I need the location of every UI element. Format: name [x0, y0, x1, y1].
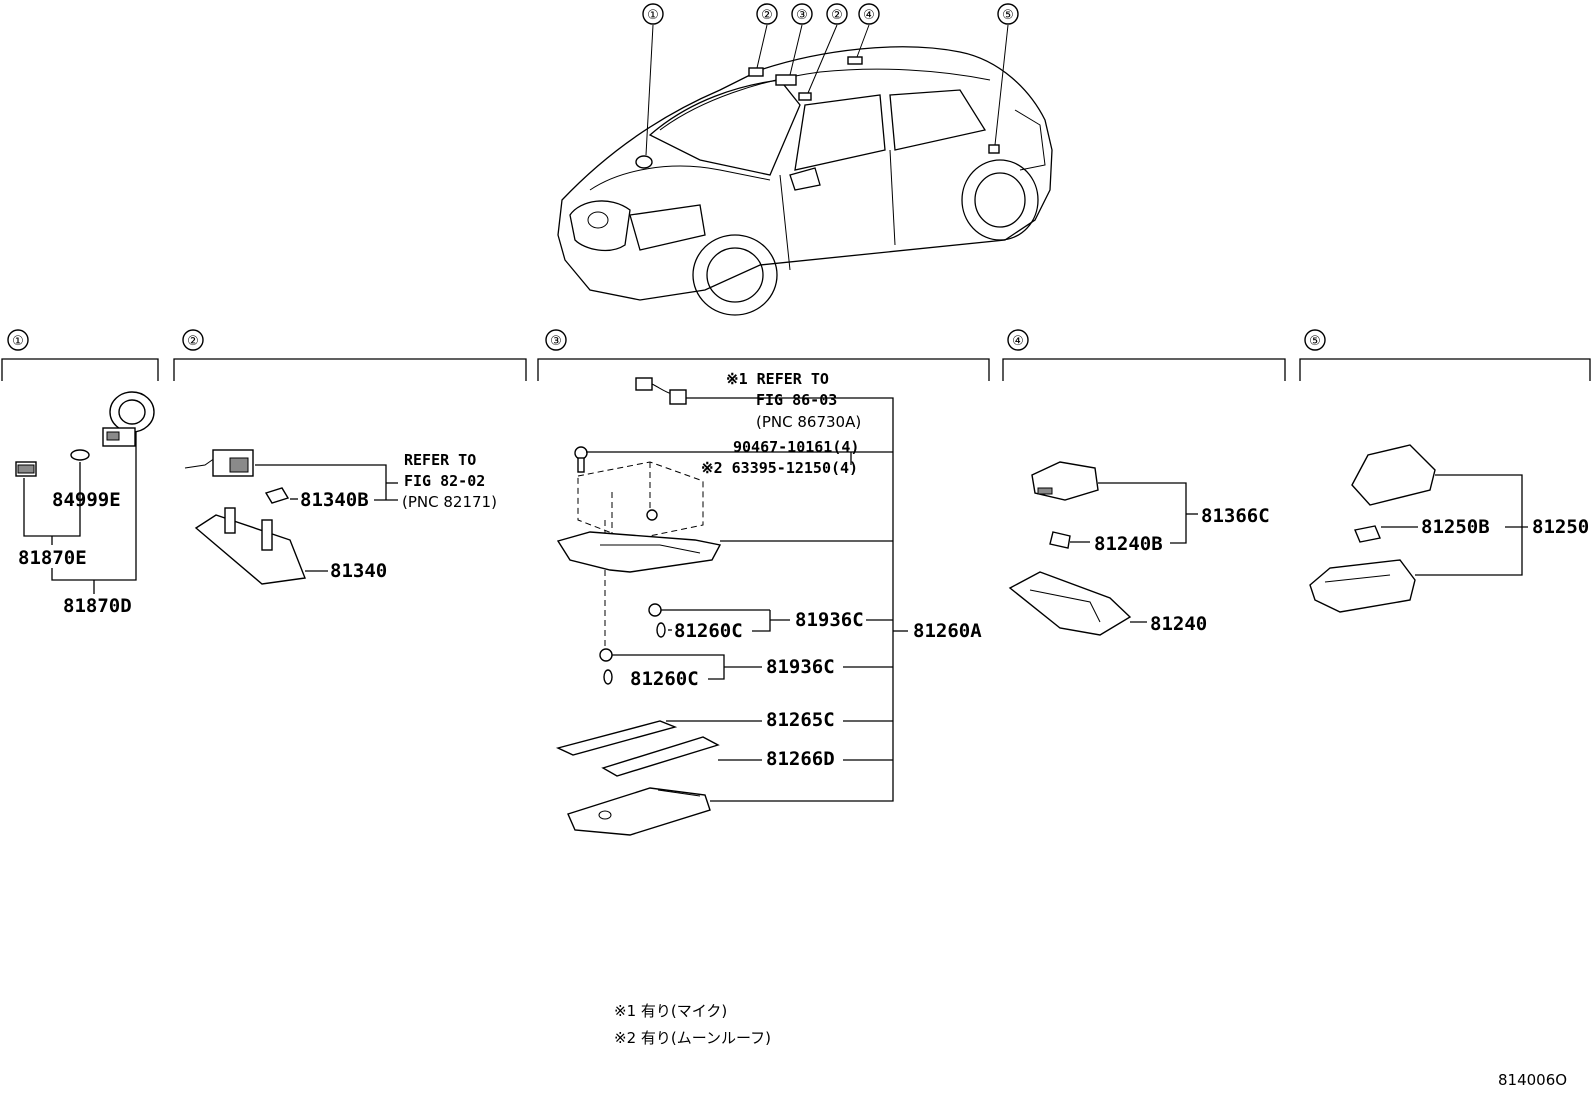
- section-2: ② 81340B 81340 REFER TO FIG 82-02 (PNC 8…: [173, 329, 527, 585]
- section-5-marker-circle: [1304, 329, 1326, 351]
- vehicle-callout-5: ⑤: [997, 3, 1019, 25]
- part-81260c-bulb-lower: [603, 669, 613, 685]
- label-81870d: 81870D: [63, 595, 132, 617]
- part-81250-lamp: [1309, 559, 1416, 613]
- s3-refer-line2: FIG 86-03: [756, 391, 837, 409]
- svg-text:②: ②: [761, 8, 773, 23]
- label-81366c: 81366C: [1201, 505, 1270, 527]
- label-81260c-upper: 81260C: [674, 620, 743, 642]
- vehicle-callout-2b: ②: [826, 3, 848, 25]
- section-5: ⑤ 81250B 81250: [1299, 329, 1591, 613]
- vehicle-callout-2a: ②: [756, 3, 778, 25]
- vehicle-callout-1: ①: [642, 3, 664, 25]
- section-5-marker: ⑤: [1309, 334, 1321, 349]
- s2-refer-line3: (PNC 82171): [402, 493, 497, 511]
- part-84999e-lens: [70, 449, 90, 461]
- label-81250b: 81250B: [1421, 516, 1490, 538]
- part-cover-plate: [567, 787, 711, 836]
- part-microphone-cable: [635, 377, 687, 405]
- label-81340: 81340: [330, 560, 387, 582]
- svg-text:③: ③: [796, 8, 808, 23]
- svg-text:⑤: ⑤: [1002, 8, 1014, 23]
- s3-refer-line1: ※1 REFER TO: [726, 370, 829, 388]
- part-84999e-clip: [15, 461, 37, 477]
- vehicle-callout-3: ③: [791, 3, 813, 25]
- label-81265c: 81265C: [766, 709, 835, 731]
- svg-text:②: ②: [831, 8, 843, 23]
- section-1-bracket: [1, 358, 159, 381]
- footnote-2: ※2 有り(ムーンルーフ): [614, 1029, 771, 1047]
- section-3-marker: ③: [550, 334, 562, 349]
- part-81266d-lens: [601, 736, 720, 777]
- label-81250: 81250: [1532, 516, 1589, 538]
- s2-refer-line2: FIG 82-02: [404, 472, 485, 490]
- part-81366c-unit: [1031, 461, 1099, 501]
- footnotes: ※1 有り(マイク) ※2 有り(ムーンルーフ): [614, 1002, 771, 1047]
- part-81240-lamp: [1008, 571, 1132, 636]
- vehicle-callout-4: ④: [858, 3, 880, 25]
- label-81260a: 81260A: [913, 620, 982, 642]
- label-81936c-upper: 81936C: [795, 609, 864, 631]
- label-63395-12150: ※2 63395-12150(4): [701, 459, 858, 477]
- label-81240b: 81240B: [1094, 533, 1163, 555]
- part-81265c-lens: [555, 720, 678, 756]
- figure-code: 814006O: [1498, 1071, 1567, 1089]
- s2-refer-line1: REFER TO: [404, 451, 476, 469]
- part-81340-lamp: [194, 507, 306, 585]
- svg-text:①: ①: [647, 8, 659, 23]
- section-1: ① 84999E 81870E 81870D: [1, 329, 159, 617]
- part-81936c-socket-lower: [599, 648, 613, 662]
- part-81260c-bulb-upper: [656, 622, 666, 638]
- label-90467-10161: 90467-10161(4): [733, 438, 859, 456]
- section-4-bracket: [1002, 358, 1286, 381]
- section-3-bracket: [537, 358, 990, 381]
- part-81240b-bulb: [1049, 531, 1071, 549]
- section-4-marker: ④: [1012, 334, 1024, 349]
- part-81870d-ring: [102, 391, 155, 447]
- label-81260c-lower: 81260C: [630, 668, 699, 690]
- section-1-marker: ①: [12, 334, 24, 349]
- part-screw: [574, 446, 588, 473]
- section-2-marker-circle: [182, 329, 204, 351]
- part-81340-harness: [184, 449, 254, 477]
- label-81870e: 81870E: [18, 547, 87, 569]
- label-81266d: 81266D: [766, 748, 835, 770]
- section-3-marker-circle: [545, 329, 567, 351]
- section-4: ④ 81366C 81240B 81240: [1002, 329, 1286, 636]
- svg-text:④: ④: [863, 8, 875, 23]
- section-1-marker-circle: [7, 329, 29, 351]
- section-2-bracket: [173, 358, 527, 381]
- part-81340b-bulb: [264, 487, 290, 504]
- section-4-marker-circle: [1007, 329, 1029, 351]
- section-5-bracket: [1299, 358, 1591, 381]
- label-84999e: 84999E: [52, 489, 121, 511]
- footnote-1: ※1 有り(マイク): [614, 1002, 727, 1020]
- part-81250-cover: [1351, 444, 1436, 506]
- section-2-marker: ②: [187, 334, 199, 349]
- section-3: ③ ※1 REFER TO FIG 86-03 (PNC 86730A) 904…: [537, 329, 990, 836]
- part-81250b-bulb: [1354, 525, 1381, 543]
- part-81260a-housing: [556, 509, 722, 573]
- s3-refer-line3: (PNC 86730A): [756, 413, 861, 431]
- label-81240: 81240: [1150, 613, 1207, 635]
- label-81936c-lower: 81936C: [766, 656, 835, 678]
- vehicle-illustration: [557, 24, 1053, 316]
- part-81936c-socket-upper: [648, 603, 662, 617]
- label-81340b: 81340B: [300, 489, 369, 511]
